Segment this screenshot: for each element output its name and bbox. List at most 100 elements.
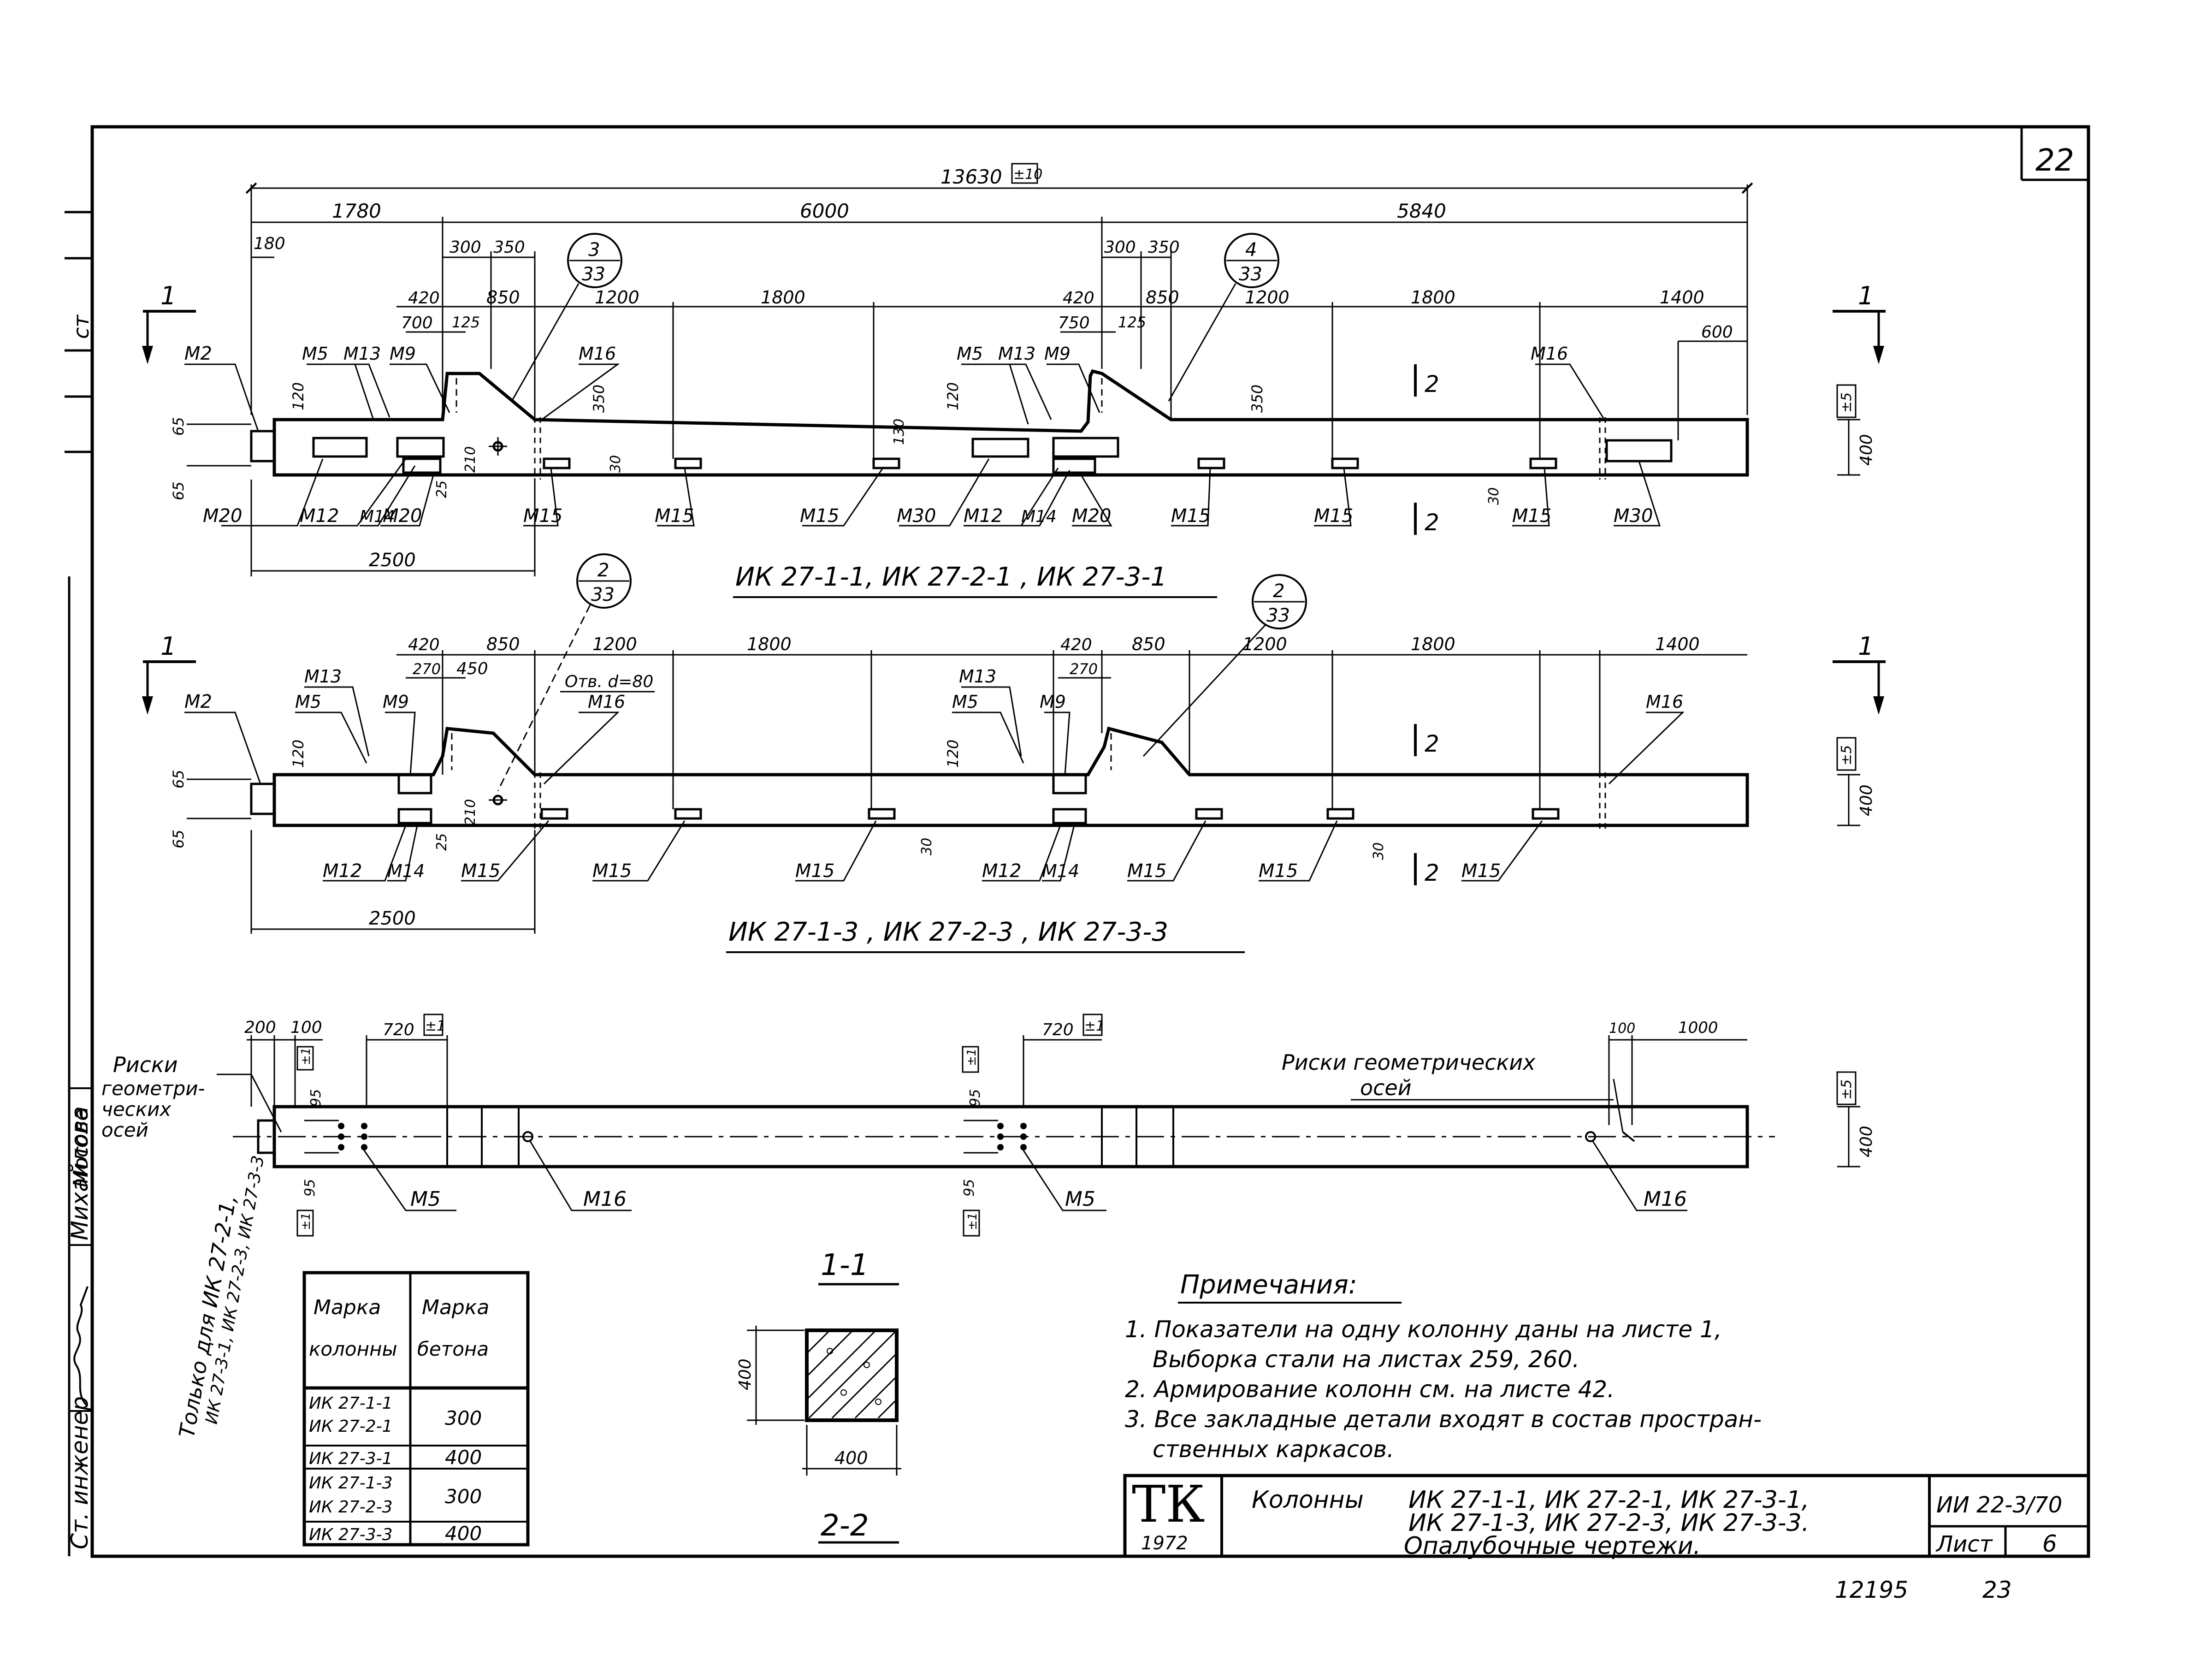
view1-d120: 120 [290, 382, 307, 410]
view2-d270: 270 [413, 660, 441, 678]
view1-cut-right-label: 1 [1858, 281, 1874, 310]
view1-d750: 750 [1058, 314, 1090, 332]
view1-d25: 25 [434, 480, 450, 498]
view2-d30b: 30 [1371, 842, 1387, 860]
view2-m14: М14 [387, 861, 425, 881]
view3-tol1e: ±1 [299, 1213, 313, 1230]
view1-d1800: 1800 [761, 287, 805, 308]
view1-leaders [184, 363, 1661, 527]
view1-d5840: 5840 [1397, 200, 1446, 222]
view1-d300b: 300 [1104, 238, 1136, 257]
view1-cut-left-label: 1 [160, 281, 176, 310]
table-h1-1: колонны [309, 1338, 397, 1360]
view1-m30: М30 [897, 505, 936, 527]
view1-d700: 700 [401, 314, 433, 332]
view3-m16b: М16 [1644, 1187, 1687, 1211]
section-w: 400 [834, 1448, 868, 1468]
section-label-top: 1-1 [821, 1248, 869, 1282]
view1-m15c: М15 [800, 505, 839, 527]
view3-leaders [363, 1141, 1687, 1211]
callout-2b-bottom: 33 [1266, 605, 1290, 626]
view2-d120: 120 [290, 740, 307, 768]
bottom-code-left: 12195 [1835, 1577, 1908, 1603]
view2-d1800: 1800 [747, 634, 792, 654]
view3-d720: 720 [383, 1020, 414, 1039]
view2-d270b: 270 [1070, 660, 1098, 678]
view2-m13: М13 [304, 666, 342, 687]
view1-m14b: М14 [1021, 507, 1057, 526]
view1-m15a: М15 [523, 505, 562, 527]
view1-d1780: 1780 [332, 200, 381, 222]
view2-d1400: 1400 [1655, 634, 1700, 654]
view3-d100b: 100 [1609, 1020, 1635, 1037]
view1: 13630 ±10 1780 6000 5840 180 300 350 300… [142, 163, 1886, 598]
title-line1-label: Колонны [1252, 1486, 1364, 1514]
view1-m20c: М20 [1072, 505, 1111, 527]
view3-d720b: 720 [1042, 1020, 1074, 1039]
view1-m15b: М15 [655, 505, 694, 527]
view2-d120b: 120 [944, 740, 962, 768]
view3-d95a: 95 [308, 1089, 324, 1107]
view2-sec2-bottom: 2 [1425, 860, 1439, 886]
view1-callout-3: 3 33 [511, 233, 622, 402]
title-sheet-no: 6 [2042, 1530, 2057, 1557]
view1-m14: М14 [360, 507, 395, 526]
view2-d420: 420 [408, 635, 440, 654]
view1-cut-left: 1 [142, 281, 196, 364]
view1-callout-4: 4 33 [1168, 233, 1279, 402]
view2-d2500: 2500 [369, 908, 416, 929]
view1-d600: 600 [1701, 323, 1733, 342]
view1-sec2-bottom: 2 [1425, 509, 1439, 536]
title-block: ТК 1972 Колонны ИК 27-1-1, ИК 27-2-1, ИК… [1123, 1474, 2090, 1560]
view2-cut-left: 1 [142, 632, 196, 715]
view3-m16: М16 [583, 1187, 627, 1211]
view1-m20b: М20 [383, 505, 422, 527]
view2-m9: М9 [383, 692, 409, 712]
view2-m5: М5 [295, 692, 321, 712]
notes-line-0: 1. Показатели на одну колонну даны на ли… [1125, 1316, 1722, 1343]
view2-m13b: М13 [959, 666, 996, 687]
view1-d180: 180 [254, 234, 285, 253]
callout-4-top: 4 [1245, 239, 1257, 261]
view2-d65a: 65 [170, 770, 187, 789]
view1-title: ИК 27-1-1, ИК 27-2-1 , ИК 27-3-1 [735, 562, 1167, 592]
view2-callout-2b: 2 33 [1142, 574, 1307, 757]
view3-d95d: 95 [961, 1179, 977, 1197]
stamp-surname: Михайлова [66, 1106, 93, 1240]
view1-d1200b: 1200 [1245, 287, 1289, 308]
view2-hole: Отв. d=80 [565, 672, 653, 691]
table-h2-1: бетона [417, 1338, 489, 1360]
view1-dims [187, 182, 1860, 576]
view1-d1400: 1400 [1660, 287, 1704, 308]
view1-d30: 30 [608, 455, 624, 473]
view2-title: ИК 27-1-3 , ИК 27-2-3 , ИК 27-3-3 [728, 917, 1168, 947]
callout-3-bottom: 33 [582, 264, 605, 285]
view3-marks-right-1: осей [1360, 1075, 1412, 1100]
notes-line-3: 3. Все закладные детали входят в состав … [1125, 1406, 1762, 1433]
view2-cut-left-label: 1 [160, 632, 176, 661]
view3-marks-left-3: осей [101, 1119, 148, 1141]
view1-m15d: М15 [1171, 505, 1210, 527]
table-row2-grade: 300 [445, 1485, 482, 1508]
stamp-signature [73, 1286, 89, 1407]
view2-m12b: М12 [982, 860, 1021, 882]
view1-d1200: 1200 [595, 287, 639, 308]
stamp-frag-mid: Мосоле [69, 1109, 93, 1187]
view3-marks-left-2: ческих [101, 1098, 172, 1121]
section-view: 1-1 400 400 2-2 [736, 1248, 901, 1544]
view3-m5: М5 [410, 1187, 441, 1211]
section-label-bottom: 2-2 [821, 1509, 869, 1543]
view2-d1200: 1200 [592, 634, 637, 654]
view1-m13b: М13 [998, 344, 1035, 364]
table-row3-mark0: ИК 27-3-3 [309, 1525, 393, 1544]
view1-d400: 400 [1857, 434, 1876, 466]
view2-leaders [184, 686, 1685, 882]
callout-2b-top: 2 [1273, 581, 1284, 602]
view3-tol1f: ±1 [966, 1213, 980, 1230]
title-line1: ИК 27-1-1, ИК 27-2-1, ИК 27-3-1, [1408, 1486, 1809, 1514]
view1-plates [312, 437, 1673, 474]
view2-d30: 30 [919, 838, 935, 855]
view2-m15e: М15 [1259, 860, 1298, 882]
callout-2a-top: 2 [597, 560, 609, 581]
